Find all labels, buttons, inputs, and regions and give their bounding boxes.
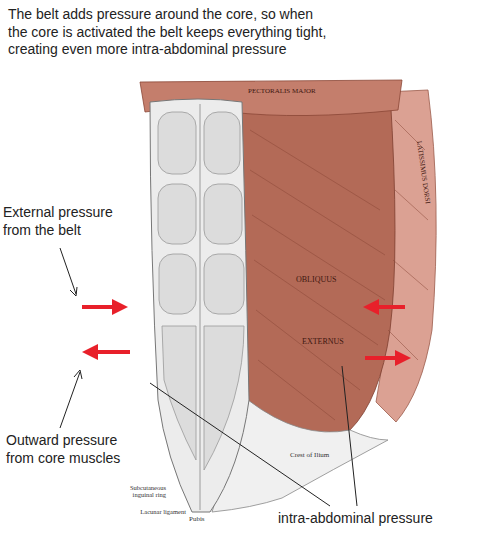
structure-name: Lacunar ligament [126, 508, 186, 515]
muscle-name: LATISSIMUS DORSI [414, 141, 431, 211]
muscle-name: EXTERNUS [302, 338, 362, 347]
structure-name: Subcutaneous inguinal ring [112, 484, 166, 498]
pressure-arrows [82, 299, 411, 366]
callout-label: Outward pressure from core muscles [6, 432, 141, 467]
leader-lines [60, 248, 357, 506]
callout-label: intra-abdominal pressure [278, 510, 493, 528]
bone-name: Pubis [189, 516, 219, 524]
rectus-sheath [150, 99, 249, 512]
callout-label: External pressure from the belt [3, 204, 128, 239]
linea-alba [200, 104, 201, 510]
muscle-name: OBLIQUUS [296, 276, 356, 285]
muscle-fibres [250, 120, 428, 420]
note-heading: The belt adds pressure around the core, … [8, 6, 328, 59]
bone-name: Crest of Ilium [290, 452, 350, 460]
rectus-segments [158, 112, 244, 470]
muscle-name: PECTORALIS MAJOR [248, 88, 358, 96]
